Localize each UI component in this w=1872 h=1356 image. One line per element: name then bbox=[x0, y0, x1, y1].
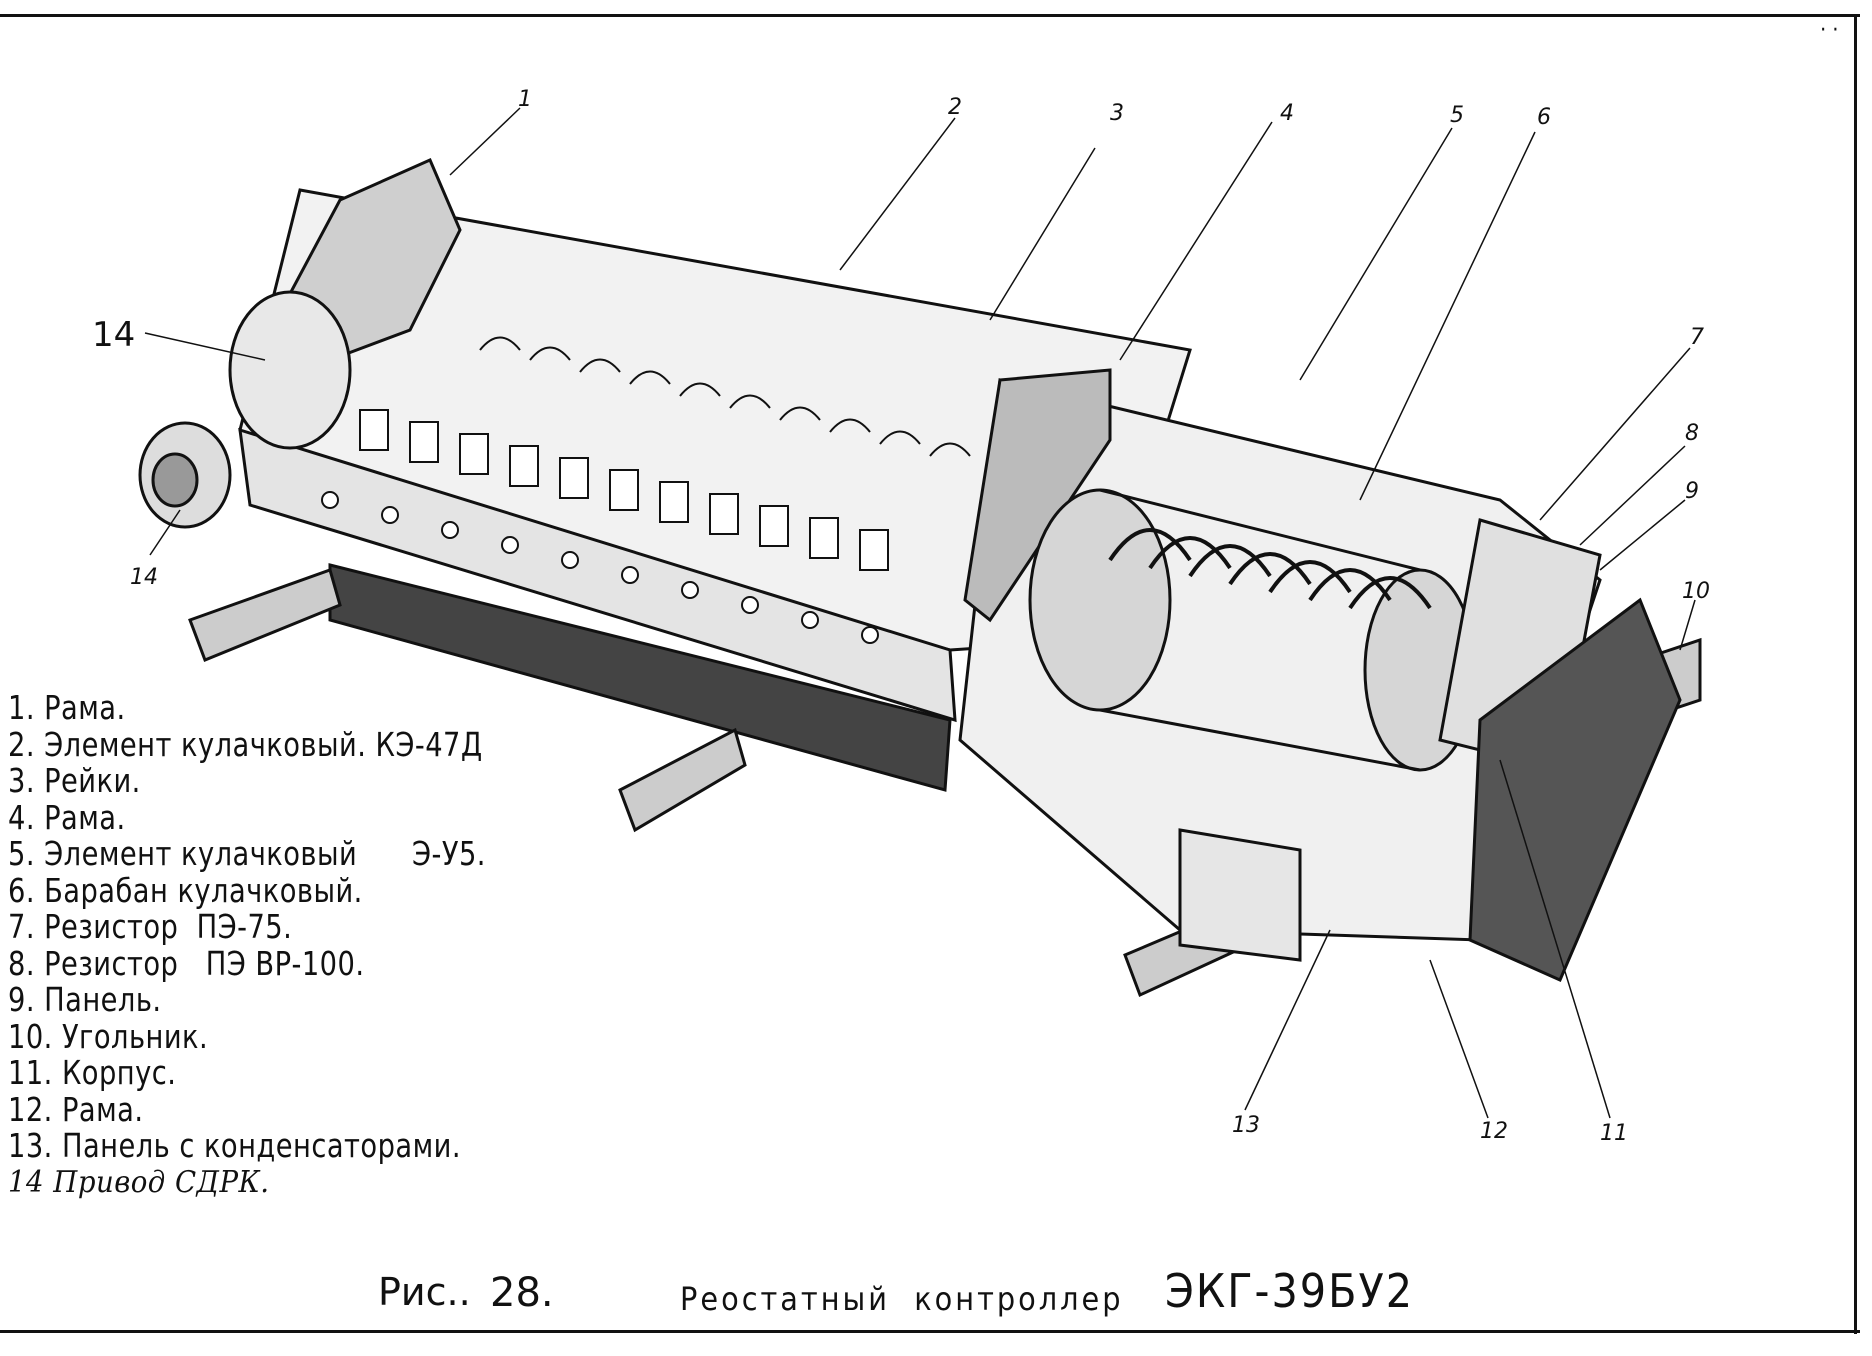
cam-disks-left bbox=[479, 336, 971, 457]
legend-number: 11. bbox=[8, 1053, 53, 1092]
figure-label: Рис.. bbox=[378, 1270, 471, 1314]
legend-number: 4. bbox=[8, 797, 35, 837]
legend-item: 9. Панель. bbox=[8, 980, 486, 1019]
legend-text: Элемент кулачковый Э-У5. bbox=[44, 834, 486, 873]
callout-5: 5 bbox=[1450, 103, 1464, 128]
frame-bottom-border bbox=[0, 1330, 1860, 1333]
legend-text: Элемент кулачковый. КЭ-47Д bbox=[44, 724, 483, 764]
legend-item: 8. Резистор ПЭ ВР-100. bbox=[8, 943, 486, 983]
legend-item: 14 Привод СДРК. bbox=[8, 1165, 486, 1202]
legend-number: 13. bbox=[8, 1126, 53, 1165]
terminal-screws bbox=[321, 491, 879, 644]
legend-item: 6. Барабан кулачковый. bbox=[8, 870, 486, 910]
legend-number: 3. bbox=[8, 761, 35, 800]
legend-number: 5. bbox=[8, 834, 35, 873]
legend-number: 9. bbox=[8, 980, 35, 1019]
legend-item: 1. Рама. bbox=[8, 688, 486, 727]
legend-number: 12. bbox=[8, 1089, 53, 1129]
side-body bbox=[1468, 597, 1682, 982]
drum-top-edge bbox=[1099, 488, 1421, 572]
legend-item: 4. Рама. bbox=[8, 797, 486, 837]
machine-drawing bbox=[138, 158, 1702, 998]
callout-6: 6 bbox=[1537, 105, 1551, 130]
figure-title: Реостатный контроллер bbox=[680, 1280, 1124, 1318]
legend-number: 2. bbox=[8, 724, 35, 764]
callout-14-bottom: 14 bbox=[130, 565, 158, 590]
cam-disks-right bbox=[1108, 528, 1432, 610]
callout-4: 4 bbox=[1280, 101, 1294, 126]
parts-legend: 1. Рама. 2. Элемент кулачковый. КЭ-47Д 3… bbox=[8, 688, 528, 1202]
legend-text: Барабан кулачковый. bbox=[44, 870, 363, 910]
legend-text: Рама. bbox=[44, 688, 126, 727]
legend-item: 5. Элемент кулачковый Э-У5. bbox=[8, 834, 486, 873]
callout-8: 8 bbox=[1685, 421, 1699, 446]
callout-3: 3 bbox=[1110, 101, 1124, 126]
callout-11: 11 bbox=[1600, 1121, 1628, 1146]
callout-1: 1 bbox=[518, 87, 532, 112]
callout-9: 9 bbox=[1685, 479, 1699, 504]
cam-drum-end bbox=[1028, 488, 1172, 712]
legend-item: 10. Угольник. bbox=[8, 1016, 486, 1056]
legend-number: 1. bbox=[8, 688, 35, 727]
leader-lines bbox=[144, 107, 1696, 1119]
foot-left bbox=[188, 568, 342, 662]
contact-elements bbox=[359, 409, 889, 571]
frame-right-border bbox=[1854, 14, 1857, 1334]
legend-text: Корпус. bbox=[61, 1053, 177, 1092]
legend-text: Привод СДРК. bbox=[53, 1164, 270, 1200]
legend-text: Угольник. bbox=[61, 1016, 209, 1056]
legend-number: 6. bbox=[8, 870, 35, 910]
callout-10: 10 bbox=[1682, 579, 1710, 604]
foot-middle bbox=[618, 727, 747, 833]
legend-item: 12. Рама. bbox=[8, 1089, 486, 1129]
legend-text: Панель. bbox=[44, 980, 162, 1019]
drive-housing bbox=[228, 290, 352, 450]
legend-item: 7. Резистор ПЭ-75. bbox=[8, 907, 486, 946]
legend-item: 3. Рейки. bbox=[8, 761, 486, 800]
figure-number: 28. bbox=[490, 1270, 554, 1316]
left-front-panel bbox=[238, 427, 957, 723]
legend-text: Резистор ПЭ ВР-100. bbox=[44, 943, 365, 983]
callout-13: 13 bbox=[1232, 1113, 1260, 1138]
legend-item: 2. Элемент кулачковый. КЭ-47Д bbox=[8, 724, 486, 764]
capacitor-box bbox=[1178, 828, 1302, 962]
callout-12: 12 bbox=[1480, 1119, 1508, 1144]
drum-bottom-edge bbox=[1099, 708, 1421, 772]
legend-item: 11. Корпус. bbox=[8, 1053, 486, 1092]
legend-text: Резистор ПЭ-75. bbox=[44, 907, 293, 946]
legend-number: 7. bbox=[8, 907, 35, 946]
drive-motor-cap bbox=[151, 452, 199, 508]
legend-number: 8. bbox=[8, 943, 35, 983]
legend-text: Панель с конденсаторами. bbox=[61, 1126, 461, 1165]
legend-text: Рама. bbox=[44, 797, 126, 837]
legend-item: 13. Панель с конденсаторами. bbox=[8, 1126, 486, 1165]
legend-number: 14 bbox=[8, 1164, 45, 1200]
corner-marks: ·· bbox=[1820, 18, 1845, 43]
legend-text: Рейки. bbox=[44, 761, 141, 800]
callout-2: 2 bbox=[948, 95, 962, 120]
figure-model: ЭКГ-39БУ2 bbox=[1165, 1264, 1415, 1318]
frame-top-border bbox=[0, 14, 1860, 17]
callout-14-top: 14 bbox=[92, 315, 135, 355]
legend-text: Рама. bbox=[61, 1089, 144, 1129]
legend-number: 10. bbox=[8, 1016, 53, 1056]
callout-7: 7 bbox=[1690, 325, 1704, 350]
